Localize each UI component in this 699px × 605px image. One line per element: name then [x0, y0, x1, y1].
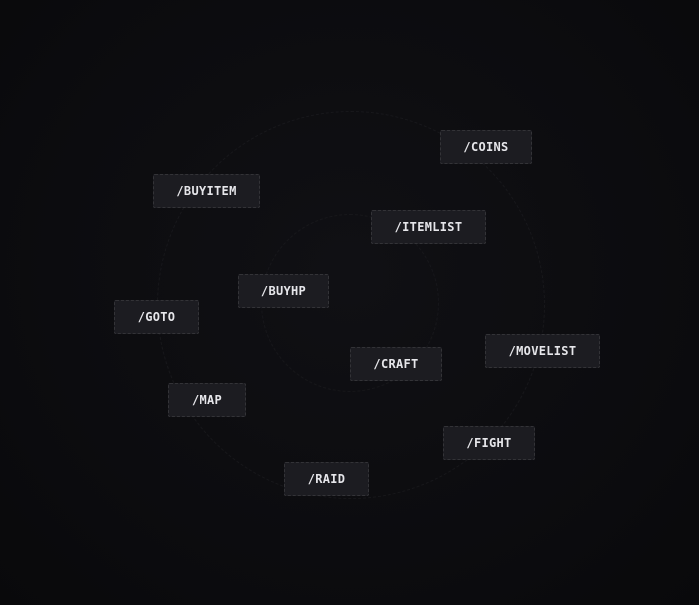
- command-chip-fight[interactable]: /FIGHT: [443, 426, 535, 460]
- command-chip-movelist[interactable]: /MOVELIST: [485, 334, 600, 368]
- command-chip-coins[interactable]: /COINS: [440, 130, 532, 164]
- command-chip-craft[interactable]: /CRAFT: [350, 347, 442, 381]
- command-chip-itemlist[interactable]: /ITEMLIST: [371, 210, 486, 244]
- command-chip-map[interactable]: /MAP: [168, 383, 246, 417]
- command-chip-buyhp[interactable]: /BUYHP: [238, 274, 329, 308]
- command-chip-raid[interactable]: /RAID: [284, 462, 369, 496]
- command-chip-goto[interactable]: /GOTO: [114, 300, 199, 334]
- command-chip-buyitem[interactable]: /BUYITEM: [153, 174, 260, 208]
